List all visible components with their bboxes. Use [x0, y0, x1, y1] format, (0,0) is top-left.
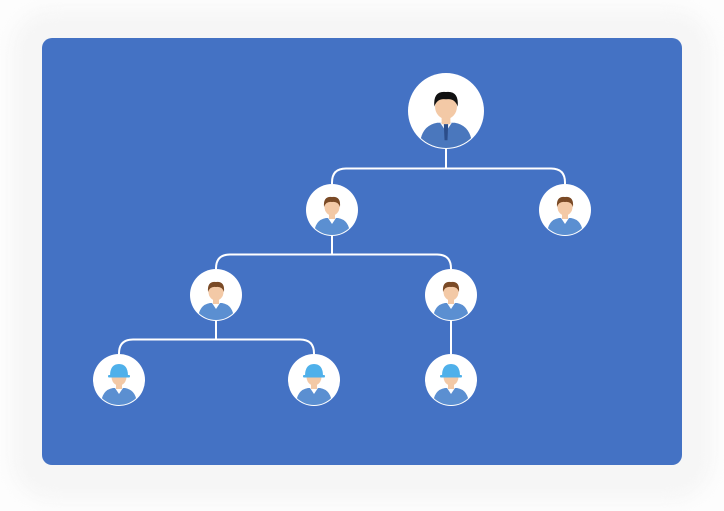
- org-chart-diagram: [42, 38, 682, 465]
- employee-icon: [433, 281, 469, 320]
- manager-icon: [419, 91, 473, 148]
- org-node[interactable]: [306, 184, 358, 236]
- org-node[interactable]: [425, 269, 477, 321]
- org-node[interactable]: [288, 354, 340, 406]
- org-node[interactable]: [539, 184, 591, 236]
- helmet-worker-icon: [101, 364, 137, 405]
- connector-line: [215, 236, 452, 269]
- org-node[interactable]: [425, 354, 477, 406]
- canvas-background: [42, 38, 682, 465]
- connector-line: [331, 149, 566, 184]
- org-node[interactable]: [190, 269, 242, 321]
- connectors: [118, 149, 566, 354]
- connector-line: [118, 321, 315, 354]
- employee-icon: [547, 196, 583, 235]
- helmet-worker-icon: [433, 364, 469, 405]
- employee-icon: [198, 281, 234, 320]
- org-nodes: [93, 73, 591, 406]
- org-node[interactable]: [408, 73, 484, 149]
- helmet-worker-icon: [296, 364, 332, 405]
- employee-icon: [314, 196, 350, 235]
- org-chart-card: [42, 38, 682, 465]
- org-node[interactable]: [93, 354, 145, 406]
